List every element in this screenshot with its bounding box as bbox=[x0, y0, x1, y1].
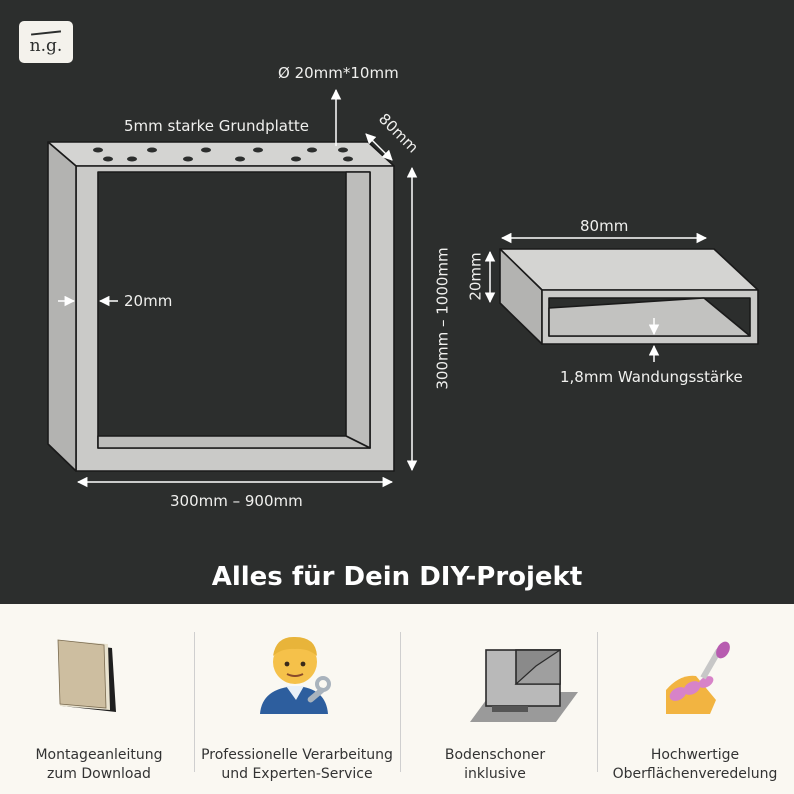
divider bbox=[194, 632, 195, 772]
feature-service: Professionelle Verarbeitung und Experten… bbox=[198, 604, 396, 794]
label-plate: 5mm starke Grundplatte bbox=[124, 117, 309, 135]
hole bbox=[93, 147, 103, 153]
divider bbox=[400, 632, 401, 772]
feature-caption-line1: Professionelle Verarbeitung bbox=[201, 747, 393, 763]
profile-hollow-inner bbox=[548, 297, 751, 337]
label-width: 300mm – 900mm bbox=[170, 492, 303, 510]
hole bbox=[253, 147, 263, 153]
hole bbox=[147, 147, 157, 153]
hole bbox=[183, 156, 193, 162]
hole bbox=[307, 147, 317, 153]
feature-caption-line1: Hochwertige bbox=[650, 747, 740, 763]
table-leg-drawing bbox=[47, 88, 418, 488]
profile-drawing bbox=[484, 232, 759, 362]
headline: Alles für Dein DIY-Projekt bbox=[211, 562, 583, 592]
feature-caption-line2: und Experten-Service bbox=[221, 766, 373, 782]
hole bbox=[338, 147, 348, 153]
feature-instructions: Montageanleitung zum Download bbox=[0, 604, 198, 794]
profile-top bbox=[499, 248, 759, 291]
feature-finish: Hochwertige Oberflächenveredelung bbox=[596, 604, 794, 794]
label-profile-wall: 1,8mm Wandungsstärke bbox=[560, 368, 743, 386]
feature-floor-protector: Bodenschoner inklusive bbox=[396, 604, 594, 794]
label-profile-width: 80mm bbox=[580, 217, 629, 235]
feature-caption-line1: Montageanleitung bbox=[35, 747, 163, 763]
label-height: 300mm – 1000mm bbox=[433, 247, 452, 390]
hole bbox=[343, 156, 353, 162]
floor-protector-icon bbox=[470, 648, 578, 722]
nail-polish-icon bbox=[666, 641, 730, 714]
feature-caption-line1: Bodenschoner bbox=[444, 747, 546, 763]
hole bbox=[127, 156, 137, 162]
book-icon bbox=[57, 639, 116, 712]
hole bbox=[235, 156, 245, 162]
frame-left-side bbox=[47, 141, 77, 472]
features-panel bbox=[0, 604, 794, 794]
plate-holes bbox=[93, 147, 353, 162]
hole bbox=[103, 156, 113, 162]
feature-caption-line2: Oberflächenveredelung bbox=[612, 766, 778, 782]
label-wall: 20mm bbox=[124, 292, 173, 310]
depth-arrow bbox=[365, 133, 393, 161]
mechanic-icon bbox=[260, 636, 331, 714]
hole bbox=[201, 147, 211, 153]
hole bbox=[291, 156, 301, 162]
feature-caption-line2: zum Download bbox=[47, 766, 151, 782]
label-profile-height: 20mm bbox=[466, 252, 485, 301]
label-hole-size: Ø 20mm*10mm bbox=[278, 64, 399, 82]
divider bbox=[597, 632, 598, 772]
brand-logo: n.g. bbox=[19, 21, 73, 63]
feature-caption-line2: inklusive bbox=[464, 766, 526, 782]
inner-bottom-face bbox=[97, 435, 371, 449]
logo-text: n.g. bbox=[29, 36, 63, 56]
